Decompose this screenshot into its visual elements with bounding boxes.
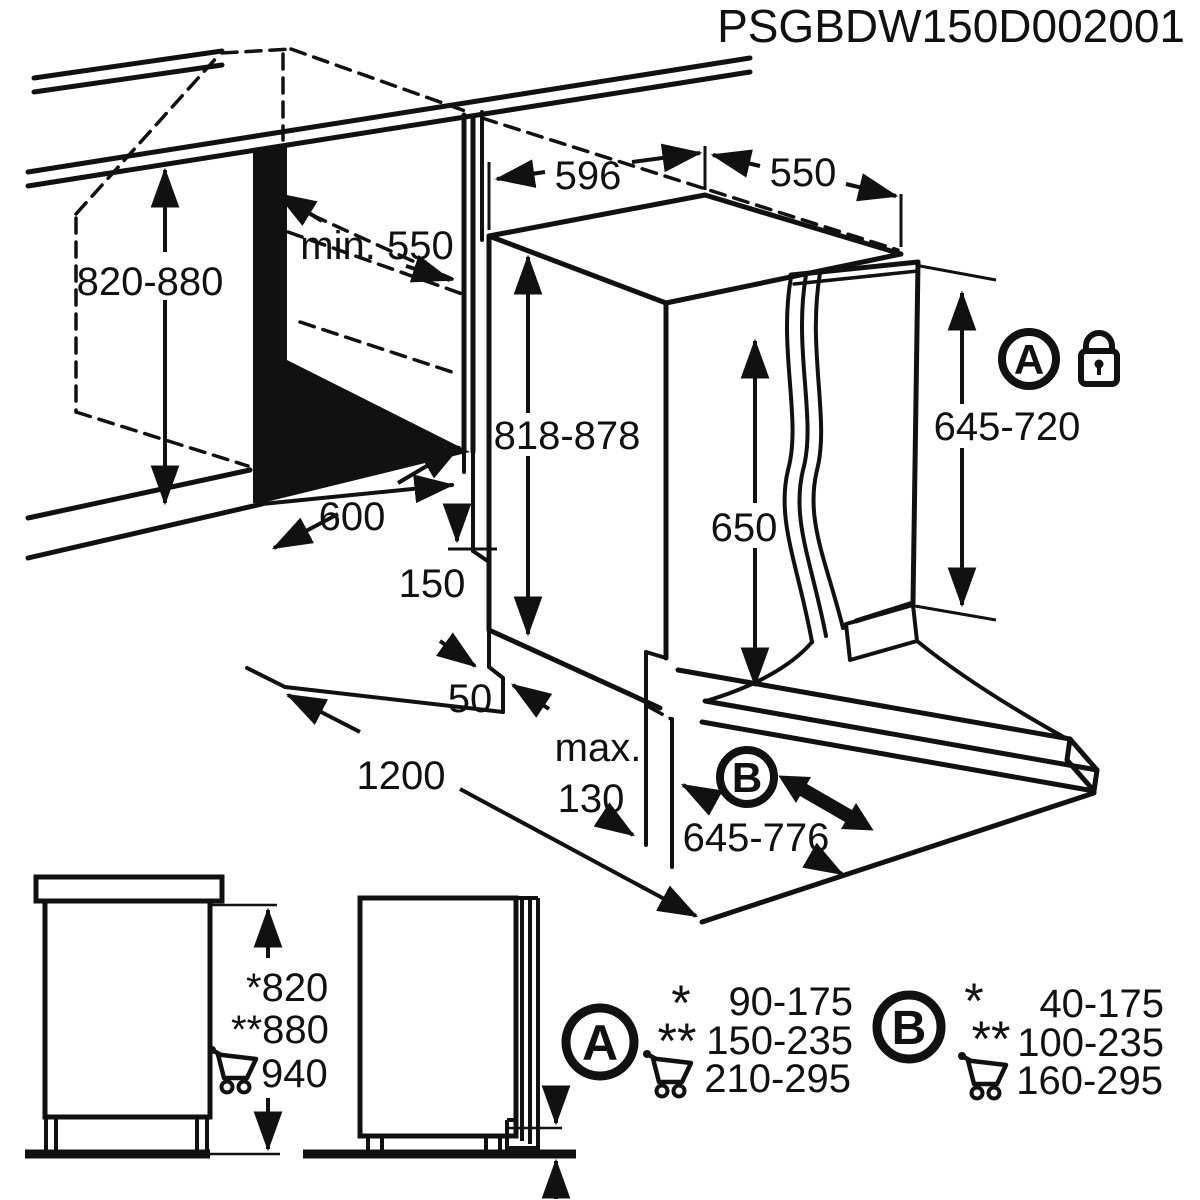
table-b-dstar-label: ** <box>972 1011 1011 1067</box>
marker-a-main: A <box>998 328 1060 390</box>
dim-door-opening-height: 650 <box>711 506 778 550</box>
marker-b-table-letter: B <box>892 1002 927 1055</box>
height-raised: **880 <box>231 1008 329 1052</box>
dim-appliance-width: 596 <box>555 154 622 198</box>
slide-direction-arrow <box>778 775 874 831</box>
dim-plinth-recess: 50 <box>448 677 493 721</box>
dimension-lines <box>150 143 997 918</box>
marker-b-table: B <box>872 990 946 1064</box>
dim-counter-height: 820-880 <box>77 260 224 304</box>
lock-icon <box>1078 330 1120 387</box>
table-b-star-label: * <box>964 973 983 1029</box>
dim-appliance-height: 818-878 <box>494 414 641 458</box>
marker-a-main-letter: A <box>1014 336 1044 383</box>
elevation-view-dishwasher <box>303 895 576 1199</box>
labels: PSGBDW150D002001 820-880 min. 550 596 55… <box>77 0 1185 1103</box>
table-b-cart-value: 160-295 <box>1016 1059 1163 1103</box>
marker-b-main-letter: B <box>732 754 762 801</box>
table-b-dstar-value: 100-235 <box>1017 1021 1164 1065</box>
height-standard: *820 <box>246 966 328 1010</box>
dim-niche-min-depth: min. 550 <box>300 224 453 268</box>
dim-plinth-height: 150 <box>399 562 466 606</box>
table-a-cart-value: 210-295 <box>704 1057 851 1101</box>
dishwasher-linework <box>486 192 1100 925</box>
table-a-dstar-value: 150-235 <box>706 1019 853 1063</box>
table-b-star-value: 40-175 <box>1039 982 1164 1026</box>
marker-a-table: A <box>561 1003 639 1081</box>
dim-plinth-max-prefix: max. <box>555 726 642 770</box>
table-a-star-value: 90-175 <box>728 980 853 1024</box>
table-a-dstar-label: ** <box>658 1013 697 1069</box>
marker-b-main: B <box>716 746 778 808</box>
dim-sliding-panel-range: 645-776 <box>683 816 830 860</box>
dim-appliance-depth: 550 <box>770 151 837 195</box>
dim-front-clearance: 1200 <box>357 754 446 798</box>
elevation-view-cabinet <box>25 874 283 1159</box>
marker-a-table-letter: A <box>582 1015 618 1071</box>
dim-niche-width: 600 <box>319 495 386 539</box>
dim-front-panel-height: 645-720 <box>934 405 1081 449</box>
dim-plinth-max-value: 130 <box>558 777 625 821</box>
drawing-number: PSGBDW150D002001 <box>717 0 1185 52</box>
height-trolley: 940 <box>261 1052 328 1096</box>
table-a-star-label: * <box>671 975 690 1031</box>
